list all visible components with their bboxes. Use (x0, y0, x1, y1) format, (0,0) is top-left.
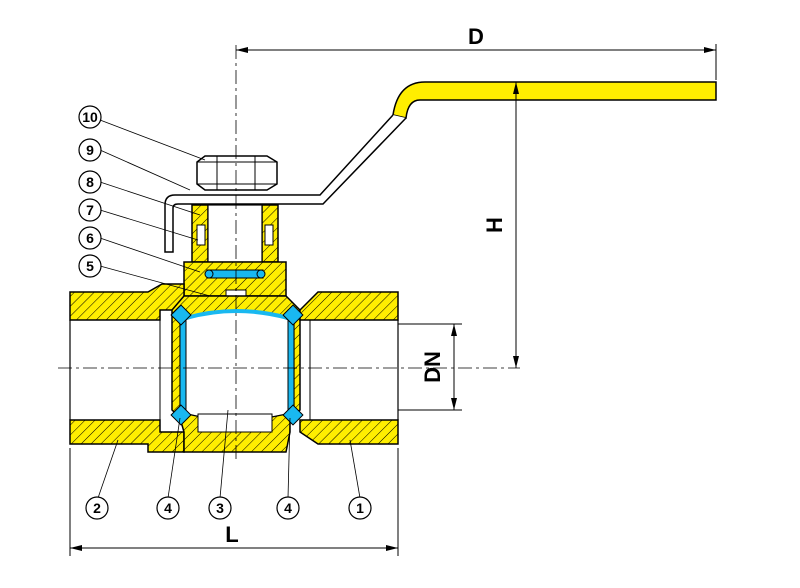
dimension-dn (398, 323, 462, 411)
dimension-d-label: D (468, 24, 484, 49)
ball-seat (170, 304, 304, 426)
bore-lines (69, 320, 399, 420)
leader-lines (97, 119, 361, 499)
svg-text:10: 10 (82, 109, 98, 125)
svg-text:8: 8 (86, 174, 94, 190)
dimension-h-label: H (482, 217, 507, 233)
centerlines (58, 45, 520, 460)
callout-1: 1 (348, 496, 372, 520)
dimension-l-label: L (225, 522, 238, 547)
svg-text:9: 9 (86, 142, 94, 158)
lever-handle (164, 81, 717, 253)
svg-text:4: 4 (284, 500, 292, 516)
stem-nut (196, 155, 278, 191)
callout-9: 9 (78, 138, 102, 162)
dimension-h (513, 82, 519, 368)
callout-5: 5 (78, 254, 102, 278)
dimension-d (236, 44, 717, 80)
right-body (299, 291, 399, 445)
svg-text:3: 3 (216, 500, 224, 516)
callout-2: 2 (85, 496, 109, 520)
center-body (171, 295, 301, 453)
left-body (69, 283, 185, 453)
callout-4-left: 4 (156, 496, 180, 520)
callout-6: 6 (78, 226, 102, 250)
callout-8: 8 (78, 170, 102, 194)
svg-text:4: 4 (164, 500, 172, 516)
svg-text:5: 5 (86, 258, 94, 274)
svg-text:2: 2 (93, 500, 101, 516)
dimension-dn-label: DN (420, 351, 445, 383)
svg-text:1: 1 (356, 500, 364, 516)
svg-text:7: 7 (86, 202, 94, 218)
callout-3: 3 (208, 496, 232, 520)
callout-7: 7 (78, 198, 102, 222)
callout-10: 10 (78, 105, 102, 129)
callout-4-right: 4 (276, 496, 300, 520)
svg-text:6: 6 (86, 230, 94, 246)
dimension-l (69, 448, 399, 556)
